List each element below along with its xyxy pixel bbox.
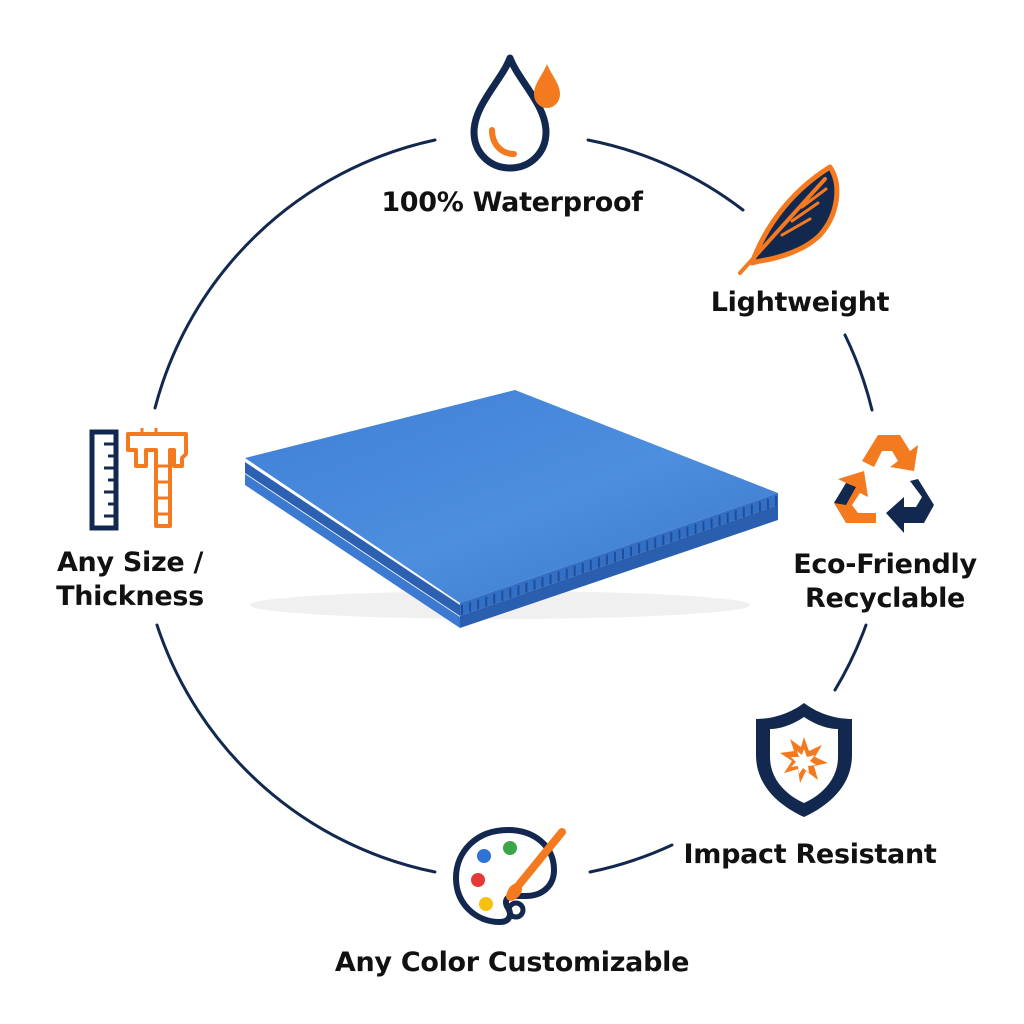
label-lightweight: Lightweight bbox=[690, 286, 910, 320]
label-impact: Impact Resistant bbox=[675, 838, 945, 872]
paint-palette-icon bbox=[453, 827, 566, 925]
ring-segment-right-upper bbox=[843, 333, 874, 412]
ring-segment-bottom-right bbox=[588, 843, 674, 874]
label-lightweight-line-1: Lightweight bbox=[710, 287, 890, 318]
label-eco: Eco-Friendly Recyclable bbox=[770, 548, 1000, 616]
ruler-caliper-icon bbox=[89, 428, 188, 531]
label-eco-line-1: Eco-Friendly bbox=[793, 549, 977, 580]
label-eco-line-2: Recyclable bbox=[804, 583, 966, 614]
shield-icon bbox=[756, 703, 852, 817]
recycle-icon bbox=[834, 435, 934, 533]
ring-segment-bottom-left bbox=[155, 623, 437, 874]
label-color: Any Color Customizable bbox=[320, 946, 704, 980]
label-impact-line-1: Impact Resistant bbox=[683, 839, 937, 870]
label-size: Any Size / Thickness bbox=[40, 546, 220, 614]
ring-segment-top-left bbox=[153, 138, 437, 410]
water-drop-icon bbox=[470, 54, 560, 172]
ring-segment-top-right bbox=[586, 138, 745, 212]
label-size-line-2: Thickness bbox=[56, 581, 204, 612]
label-waterproof: 100% Waterproof bbox=[372, 186, 652, 220]
ring-segment-right-lower bbox=[833, 623, 868, 692]
label-waterproof-line-1: 100% Waterproof bbox=[381, 187, 643, 218]
feather-icon bbox=[738, 164, 840, 275]
label-color-line-1: Any Color Customizable bbox=[334, 947, 690, 978]
label-size-line-1: Any Size / bbox=[56, 547, 204, 578]
